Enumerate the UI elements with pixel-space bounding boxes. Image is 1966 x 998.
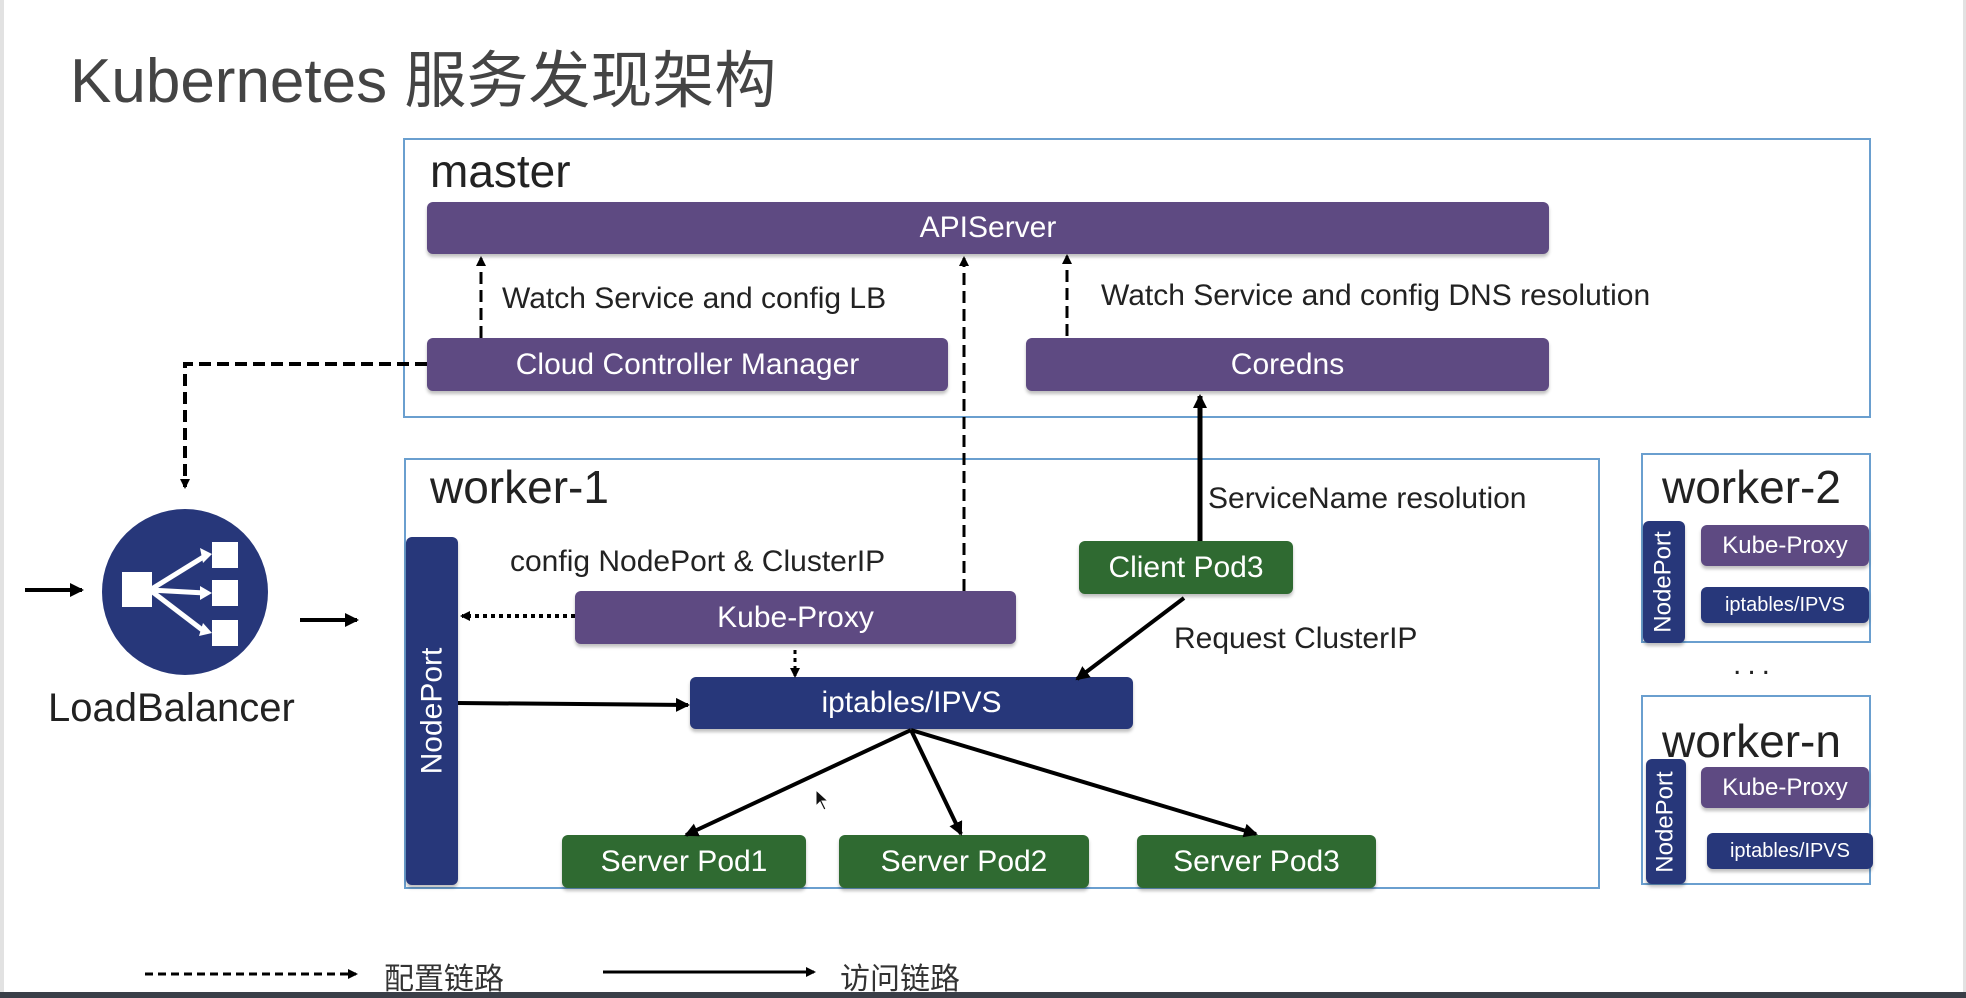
coredns-bar[interactable]: Coredns bbox=[1026, 338, 1549, 391]
page-title: Kubernetes 服务发现架构 bbox=[70, 47, 777, 116]
worker2-label: worker-2 bbox=[1662, 461, 1841, 513]
server-pod3-bar[interactable]: Server Pod3 bbox=[1137, 835, 1376, 888]
workern-nodeport-label: NodePort bbox=[1652, 770, 1680, 873]
worker2-kube-proxy-bar[interactable]: Kube-Proxy bbox=[1701, 525, 1869, 566]
more-workers-ellipsis: ... bbox=[1733, 648, 1777, 681]
client-pod3-label: Client Pod3 bbox=[1108, 550, 1264, 584]
arrow-ccm-to-lb bbox=[180, 362, 427, 489]
note-request-clusterip: Request ClusterIP bbox=[1174, 622, 1418, 655]
worker1-iptables-label: iptables/IPVS bbox=[821, 686, 1002, 719]
worker1-iptables-bar[interactable]: iptables/IPVS bbox=[690, 677, 1133, 729]
note-watch-dns: Watch Service and config DNS resolution bbox=[1101, 279, 1651, 312]
master-label: master bbox=[430, 145, 571, 197]
worker2-iptables-bar[interactable]: iptables/IPVS bbox=[1701, 587, 1869, 623]
right-edge bbox=[1963, 0, 1966, 998]
left-edge bbox=[0, 0, 4, 998]
load-balancer-icon[interactable] bbox=[102, 509, 268, 675]
server-pod2-bar[interactable]: Server Pod2 bbox=[839, 835, 1089, 888]
note-servicename-resolution: ServiceName resolution bbox=[1208, 482, 1527, 515]
workern-iptables-label: iptables/IPVS bbox=[1729, 839, 1851, 862]
legend-config-link-label: 配置链路 bbox=[384, 963, 504, 996]
workern-label: worker-n bbox=[1662, 715, 1841, 767]
server-pod1-label: Server Pod1 bbox=[600, 844, 768, 878]
apiserver-label: APIServer bbox=[919, 211, 1057, 244]
workern-box bbox=[1641, 695, 1871, 885]
workern-nodeport-bar[interactable]: NodePort bbox=[1646, 759, 1686, 884]
worker1-kube-proxy-label: Kube-Proxy bbox=[717, 600, 874, 634]
worker2-iptables-label: iptables/IPVS bbox=[1724, 593, 1846, 616]
note-watch-lb: Watch Service and config LB bbox=[502, 282, 887, 315]
master-box bbox=[403, 138, 1871, 418]
ccm-label: Cloud Controller Manager bbox=[515, 347, 860, 381]
worker2-kube-proxy-label: Kube-Proxy bbox=[1722, 531, 1848, 559]
cloud-controller-manager-bar[interactable]: Cloud Controller Manager bbox=[427, 338, 948, 391]
bottom-edge bbox=[0, 992, 1966, 998]
apiserver-bar[interactable]: APIServer bbox=[427, 202, 1549, 254]
worker1-nodeport-bar[interactable]: NodePort bbox=[406, 537, 458, 885]
legend-access-link-label: 访问链路 bbox=[840, 963, 960, 996]
server-pod1-bar[interactable]: Server Pod1 bbox=[562, 835, 806, 888]
note-config-nodeport: config NodePort & ClusterIP bbox=[510, 545, 886, 578]
server-pod2-label: Server Pod2 bbox=[880, 844, 1048, 878]
worker1-kube-proxy-bar[interactable]: Kube-Proxy bbox=[575, 591, 1016, 644]
worker2-box bbox=[1641, 453, 1871, 643]
workern-iptables-bar[interactable]: iptables/IPVS bbox=[1707, 833, 1873, 869]
server-pod3-label: Server Pod3 bbox=[1173, 844, 1340, 878]
workern-kube-proxy-label: Kube-Proxy bbox=[1722, 773, 1848, 801]
worker2-nodeport-bar[interactable]: NodePort bbox=[1643, 521, 1685, 643]
worker2-nodeport-label: NodePort bbox=[1650, 531, 1678, 633]
loadbalancer-label: LoadBalancer bbox=[48, 686, 295, 730]
coredns-label: Coredns bbox=[1230, 347, 1345, 381]
worker1-box bbox=[404, 458, 1600, 889]
worker1-nodeport-label: NodePort bbox=[415, 647, 448, 775]
worker1-label: worker-1 bbox=[430, 461, 609, 513]
workern-kube-proxy-bar[interactable]: Kube-Proxy bbox=[1701, 767, 1869, 808]
client-pod3-bar[interactable]: Client Pod3 bbox=[1079, 541, 1293, 594]
